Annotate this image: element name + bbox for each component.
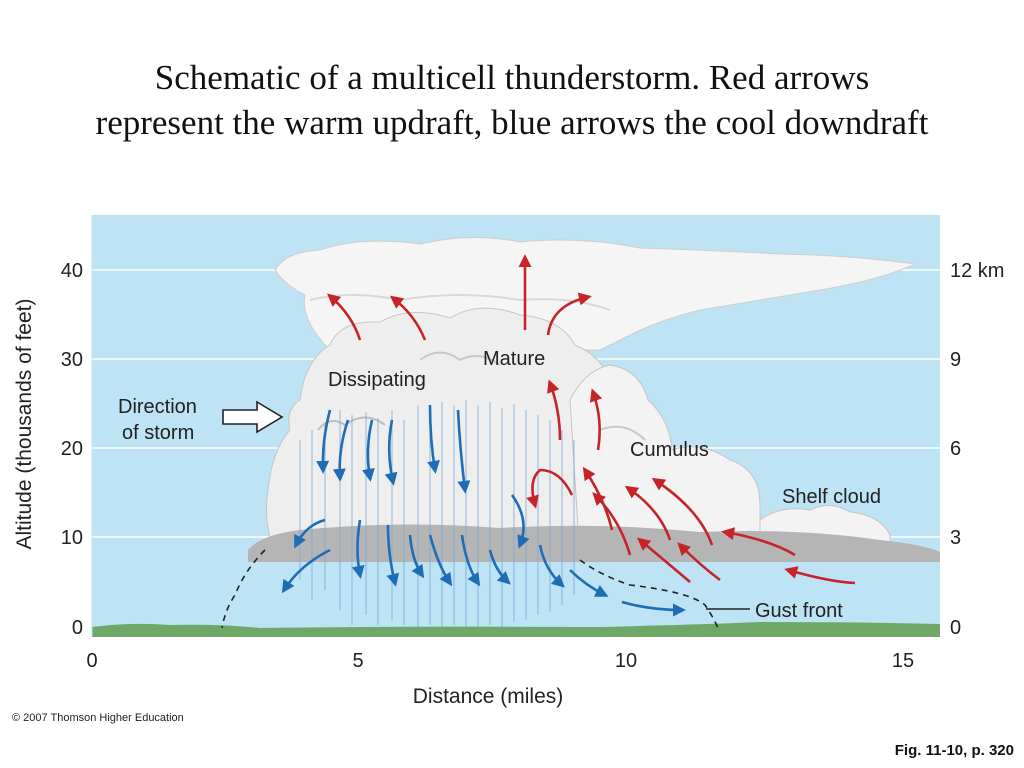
- label-shelf-cloud: Shelf cloud: [782, 486, 881, 508]
- updraft-arrows: [327, 254, 856, 585]
- label-dissipating: Dissipating: [328, 369, 426, 391]
- label-mature: Mature: [483, 348, 545, 370]
- y-right-tick-0: 0: [950, 617, 961, 639]
- y-left-tick-10: 10: [61, 527, 83, 549]
- y-right-tick-12: 12 km: [950, 260, 1004, 282]
- y-right-tick-3: 3: [950, 527, 961, 549]
- label-direction-line1: Direction: [118, 396, 197, 418]
- copyright-notice: © 2007 Thomson Higher Education: [12, 712, 184, 724]
- x-axis-title: Distance (miles): [413, 685, 564, 708]
- y-right-tick-9: 9: [950, 349, 961, 371]
- cloud-base: [248, 524, 940, 562]
- label-cumulus: Cumulus: [630, 439, 709, 461]
- downdraft-arrows: [281, 404, 686, 617]
- x-tick-0: 0: [86, 650, 97, 672]
- label-direction-line2: of storm: [122, 422, 194, 444]
- thunderstorm-diagram: Dissipating Mature Cumulus Shelf cloud G…: [13, 215, 1004, 708]
- gust-front-lines: [221, 549, 719, 629]
- x-tick-10: 10: [615, 650, 637, 672]
- x-tick-15: 15: [892, 650, 914, 672]
- y-axis-title: Altitude (thousands of feet): [13, 299, 36, 550]
- ground: [92, 622, 940, 637]
- y-right-tick-6: 6: [950, 438, 961, 460]
- x-tick-5: 5: [352, 650, 363, 672]
- y-left-tick-20: 20: [61, 438, 83, 460]
- slide-title: Schematic of a multicell thunderstorm. R…: [95, 58, 929, 142]
- label-gust-front: Gust front: [755, 600, 843, 622]
- figure-reference: Fig. 11-10, p. 320: [894, 742, 1014, 759]
- direction-arrow-icon: [222, 400, 284, 434]
- y-left-tick-30: 30: [61, 349, 83, 371]
- y-left-tick-0: 0: [72, 617, 83, 639]
- y-left-tick-40: 40: [61, 260, 83, 282]
